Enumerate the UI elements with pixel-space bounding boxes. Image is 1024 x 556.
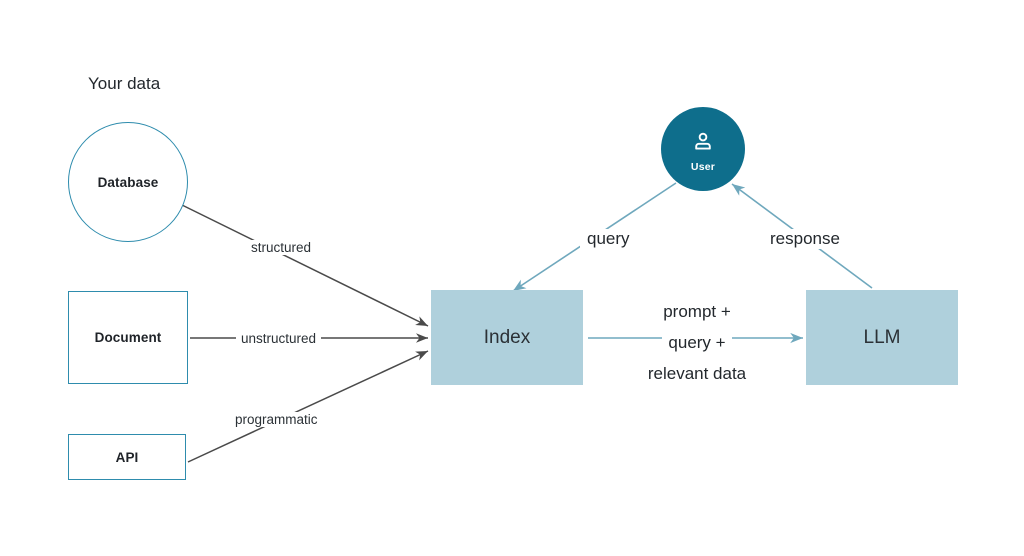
process-node-index-label: Index <box>483 326 531 348</box>
edge-label-structured: structured <box>246 240 317 255</box>
flow-label-response: response <box>763 229 847 249</box>
payload-line-2: query + <box>662 327 732 358</box>
edge-api-to-index <box>187 350 429 463</box>
user-node-label: User <box>690 160 716 173</box>
source-node-database-label: Database <box>97 174 159 190</box>
user-node[interactable]: User <box>661 107 745 191</box>
source-node-database[interactable]: Database <box>68 122 188 242</box>
process-node-llm-label: LLM <box>863 326 901 348</box>
source-node-document-label: Document <box>94 330 162 345</box>
edge-label-programmatic: programmatic <box>230 412 323 427</box>
flow-label-query: query <box>580 229 637 249</box>
payload-line-1: prompt + <box>657 296 737 327</box>
process-node-llm[interactable]: LLM <box>806 290 958 385</box>
source-node-api[interactable]: API <box>68 434 186 480</box>
payload-line-3: relevant data <box>641 358 753 389</box>
page-title: Your data <box>88 74 161 93</box>
edge-label-unstructured: unstructured <box>236 331 322 346</box>
source-node-api-label: API <box>115 449 139 465</box>
user-person-icon <box>691 130 715 159</box>
index-to-llm-payload-label: prompt + query + relevant data <box>612 296 782 389</box>
source-node-document[interactable]: Document <box>68 291 188 384</box>
process-node-index[interactable]: Index <box>431 290 583 385</box>
edge-database-to-index <box>181 204 429 327</box>
